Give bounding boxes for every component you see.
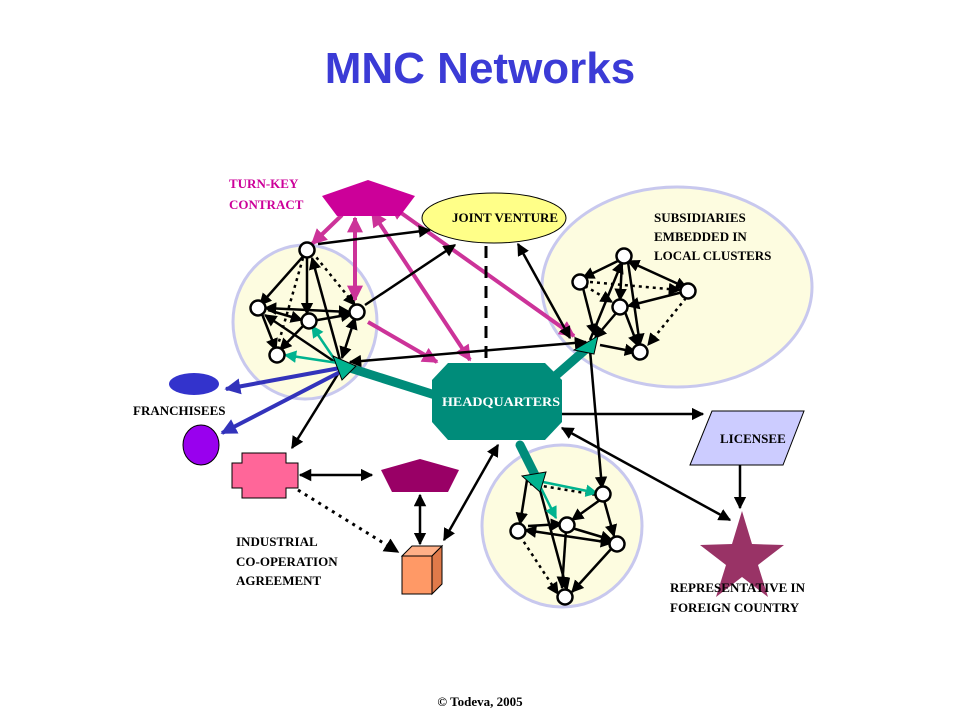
subsidiaries-label: SUBSIDIARIES EMBEDDED IN LOCAL CLUSTERS — [654, 210, 771, 263]
representative-star-shape — [700, 511, 784, 597]
copyright-text: © Todeva, 2005 — [437, 694, 523, 709]
turnkey-label: TURN-KEY CONTRACT — [229, 176, 304, 212]
headquarters-shape — [432, 363, 562, 440]
cluster-left-teal-links — [283, 324, 339, 365]
licensee-shape — [689, 410, 805, 466]
representative-label: REPRESENTATIVE IN FOREIGN COUNTRY — [670, 580, 808, 615]
industrial-box-shape — [400, 544, 444, 596]
turnkey-contract-shape — [322, 180, 415, 216]
franchisee-links — [220, 366, 341, 435]
industrial-pentagon-shape — [381, 459, 459, 492]
cluster-bottom-nodes — [509, 485, 626, 606]
subsidiary-right-marker — [572, 334, 599, 355]
franchisees-label: FRANCHISEES — [133, 403, 225, 418]
licensee-label: LICENSEE — [720, 431, 786, 446]
page-title: MNC Networks — [324, 44, 636, 93]
subsidiary-left-marker — [332, 355, 357, 381]
cluster-left-nodes — [249, 241, 366, 364]
subsidiary-bottom-marker — [520, 471, 547, 493]
cluster-left-links — [259, 251, 358, 366]
industrial-dotted-link — [297, 488, 400, 554]
cluster-right-dotted-links — [584, 280, 687, 346]
franchisee-oval-shape — [169, 373, 219, 395]
industrial-label: INDUSTRIAL CO-OPERATION AGREEMENT — [236, 534, 341, 588]
cluster-right-nodes — [571, 247, 697, 361]
mnc-links — [290, 225, 747, 546]
joint-venture-label: JOINT VENTURE — [452, 210, 558, 225]
industrial-cross-shape — [231, 452, 299, 499]
franchisee-circle-shape — [182, 424, 220, 466]
headquarters-label: HEADQUARTERS — [442, 394, 560, 409]
joint-venture-shape — [421, 192, 567, 244]
